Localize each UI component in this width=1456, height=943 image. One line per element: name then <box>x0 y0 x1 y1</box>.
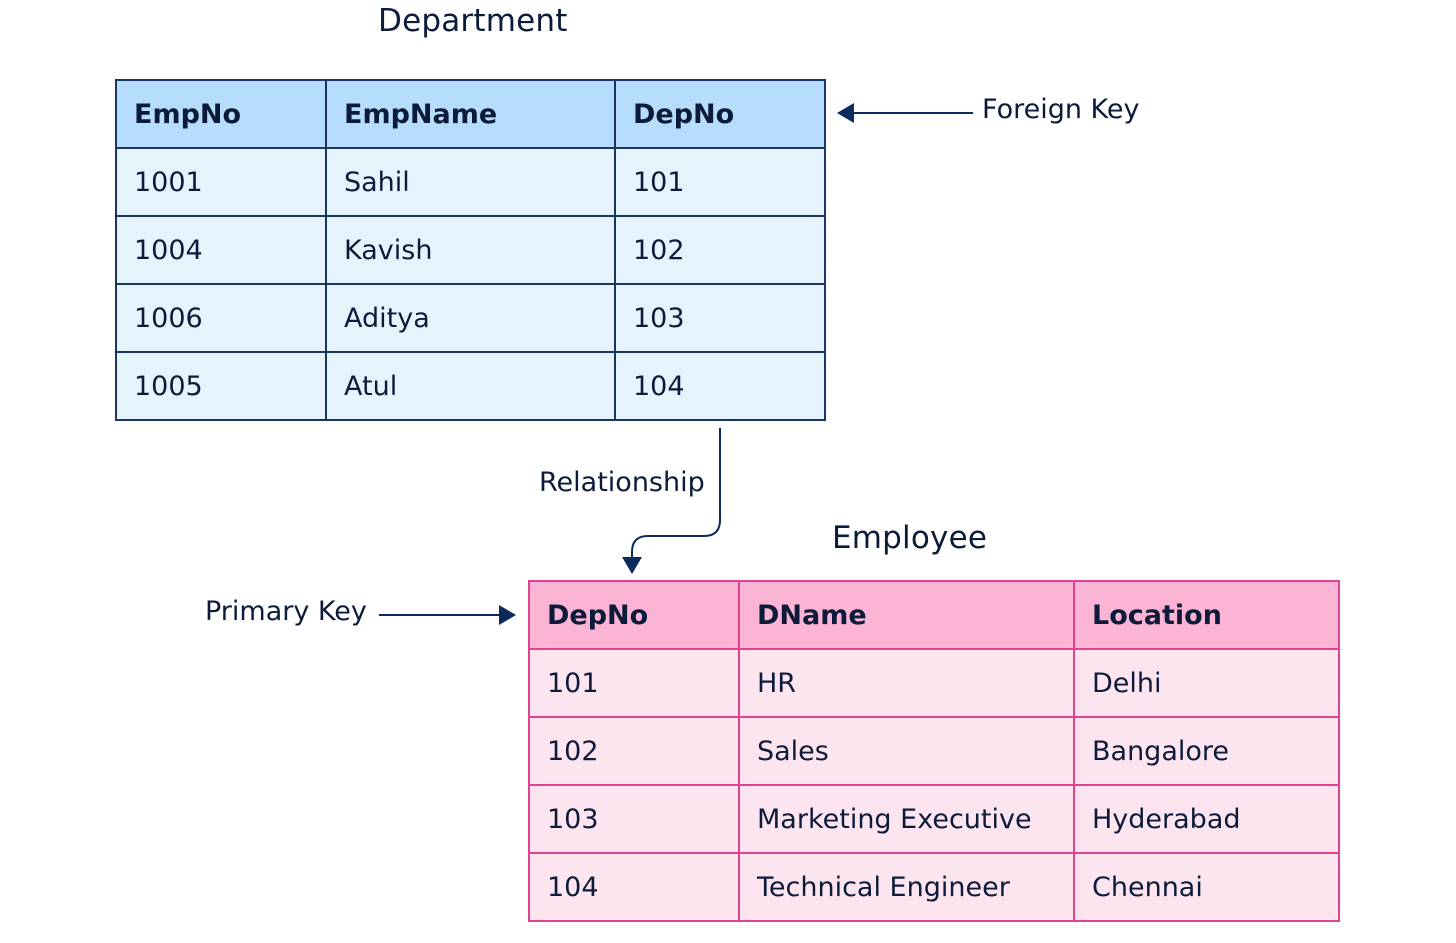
relationship-label: Relationship <box>539 467 705 498</box>
department-cell-empname: Kavish <box>325 215 616 285</box>
foreign-key-arrow-icon <box>837 103 973 123</box>
table-row: 103 Marketing Executive Hyderabad <box>528 784 1340 854</box>
department-cell-empname: Atul <box>325 351 616 421</box>
employee-cell-location: Bangalore <box>1073 716 1340 786</box>
department-cell-depno: 103 <box>614 283 826 353</box>
relationship-connector-icon <box>622 428 721 574</box>
table-row: 1001 Sahil 101 <box>115 147 826 217</box>
employee-cell-dname: Sales <box>738 716 1075 786</box>
table-row: 1006 Aditya 103 <box>115 283 826 353</box>
department-header-row: EmpNo EmpName DepNo <box>115 79 826 149</box>
department-cell-depno: 102 <box>614 215 826 285</box>
table-row: 101 HR Delhi <box>528 648 1340 718</box>
employee-cell-dname: HR <box>738 648 1075 718</box>
employee-cell-dname: Marketing Executive <box>738 784 1075 854</box>
employee-table: DepNo DName Location 101 HR Delhi 102 Sa… <box>528 580 1340 922</box>
employee-table-title: Employee <box>832 520 988 556</box>
employee-cell-depno: 101 <box>528 648 740 718</box>
employee-cell-depno: 104 <box>528 852 740 922</box>
department-cell-empname: Aditya <box>325 283 616 353</box>
employee-col-dname: DName <box>738 580 1075 650</box>
department-cell-empno: 1006 <box>115 283 327 353</box>
primary-key-label: Primary Key <box>205 596 367 627</box>
department-table: EmpNo EmpName DepNo 1001 Sahil 101 1004 … <box>115 79 826 421</box>
table-row: 102 Sales Bangalore <box>528 716 1340 786</box>
table-row: 104 Technical Engineer Chennai <box>528 852 1340 922</box>
employee-header-row: DepNo DName Location <box>528 580 1340 650</box>
department-cell-empno: 1004 <box>115 215 327 285</box>
employee-col-depno: DepNo <box>528 580 740 650</box>
employee-cell-depno: 103 <box>528 784 740 854</box>
department-cell-empname: Sahil <box>325 147 616 217</box>
department-cell-empno: 1005 <box>115 351 327 421</box>
table-row: 1005 Atul 104 <box>115 351 826 421</box>
employee-cell-location: Chennai <box>1073 852 1340 922</box>
foreign-key-label: Foreign Key <box>982 94 1140 125</box>
employee-cell-dname: Technical Engineer <box>738 852 1075 922</box>
department-col-empname: EmpName <box>325 79 616 149</box>
department-cell-depno: 104 <box>614 351 826 421</box>
department-cell-empno: 1001 <box>115 147 327 217</box>
employee-cell-depno: 102 <box>528 716 740 786</box>
primary-key-arrow-icon <box>379 605 516 625</box>
employee-cell-location: Delhi <box>1073 648 1340 718</box>
department-cell-depno: 101 <box>614 147 826 217</box>
table-row: 1004 Kavish 102 <box>115 215 826 285</box>
employee-col-location: Location <box>1073 580 1340 650</box>
employee-cell-location: Hyderabad <box>1073 784 1340 854</box>
department-col-empno: EmpNo <box>115 79 327 149</box>
department-table-title: Department <box>378 3 568 39</box>
department-col-depno: DepNo <box>614 79 826 149</box>
